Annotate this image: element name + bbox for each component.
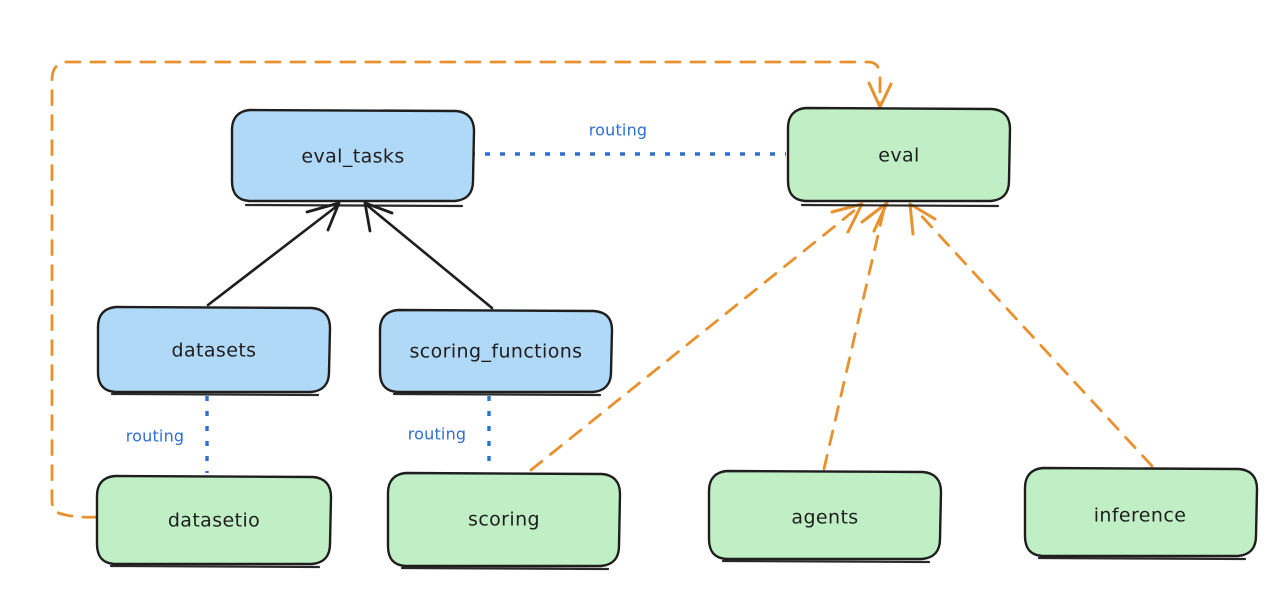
node-eval-tasks-shape xyxy=(230,108,476,203)
node-eval-label: eval xyxy=(878,145,919,167)
node-scoring-functions-shape xyxy=(378,308,614,394)
node-scoring-functions-label: scoring_functions xyxy=(410,341,583,363)
node-datasetio-label: datasetio xyxy=(168,510,260,532)
edge-datasets-to-eval-tasks xyxy=(206,201,341,307)
node-datasetio-shape xyxy=(95,474,333,566)
edge-label-routing-datasets: routing xyxy=(126,427,185,446)
node-scoring-functions[interactable]: scoring_functions xyxy=(378,308,614,397)
node-eval[interactable]: eval xyxy=(786,106,1012,208)
edge-label-routing-top: routing xyxy=(589,121,648,140)
node-datasets-shape xyxy=(96,305,332,394)
node-eval-shape xyxy=(786,106,1012,203)
edge-agents-to-eval xyxy=(822,201,889,471)
node-scoring-label: scoring xyxy=(468,509,540,531)
node-inference-shape xyxy=(1023,466,1259,558)
node-agents[interactable]: agents xyxy=(707,469,943,564)
node-agents-label: agents xyxy=(791,507,858,529)
edge-inference-to-eval xyxy=(908,202,1154,468)
node-eval-tasks[interactable]: eval_tasks xyxy=(230,108,476,208)
node-datasets[interactable]: datasets xyxy=(96,305,332,397)
edge-datasetio-to-eval xyxy=(50,60,893,519)
edge-label-routing-scoring-functions: routing xyxy=(408,425,467,444)
node-datasets-label: datasets xyxy=(172,340,257,362)
node-inference-label: inference xyxy=(1094,505,1187,527)
edge-scoring-to-eval xyxy=(529,202,864,472)
edge-scoring-functions-to-eval-tasks xyxy=(363,201,494,310)
node-agents-shape xyxy=(707,469,943,561)
node-scoring[interactable]: scoring xyxy=(386,471,622,571)
node-inference[interactable]: inference xyxy=(1023,466,1259,561)
node-datasetio[interactable]: datasetio xyxy=(95,474,333,569)
node-eval-tasks-label: eval_tasks xyxy=(301,146,404,168)
node-scoring-shape xyxy=(386,471,622,568)
